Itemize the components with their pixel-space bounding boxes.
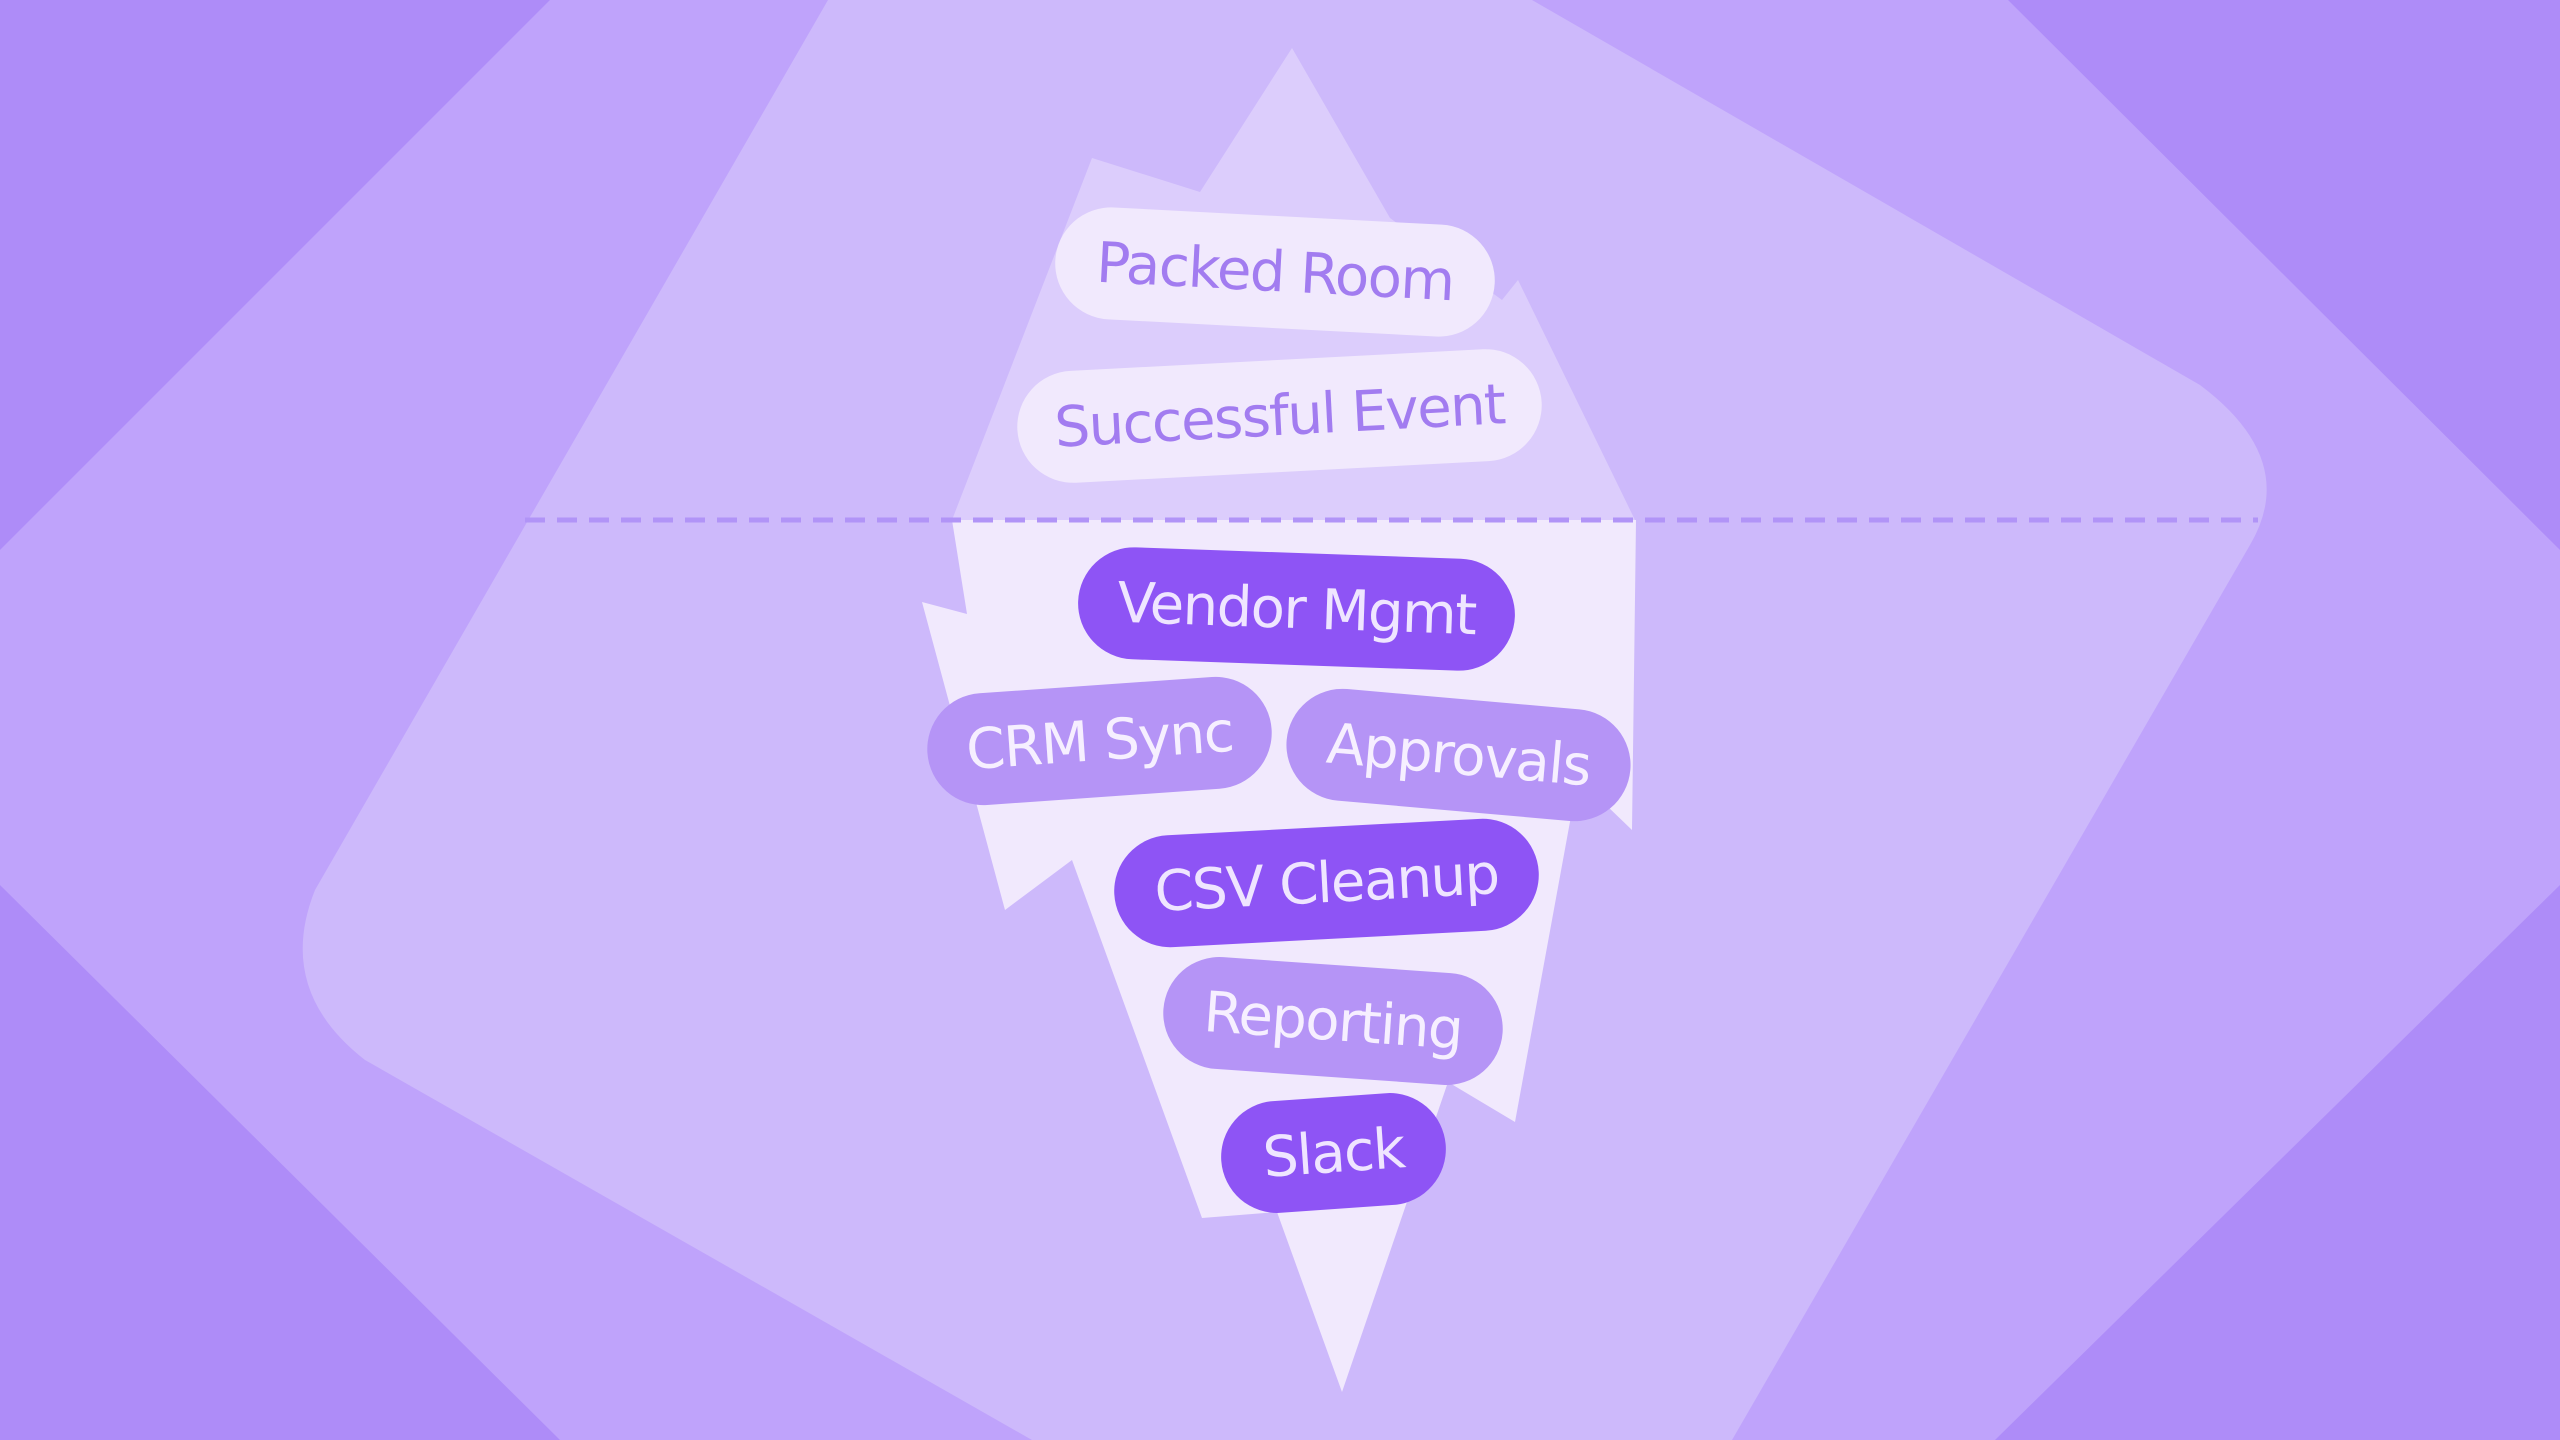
pill-reporting: Reporting [1159, 953, 1507, 1089]
pill-slack: Slack [1217, 1089, 1450, 1217]
pill-vendor-mgmt: Vendor Mgmt [1076, 545, 1517, 673]
pill-csv-cleanup: CSV Cleanup [1111, 815, 1542, 951]
pill-packed-room: Packed Room [1052, 204, 1498, 340]
